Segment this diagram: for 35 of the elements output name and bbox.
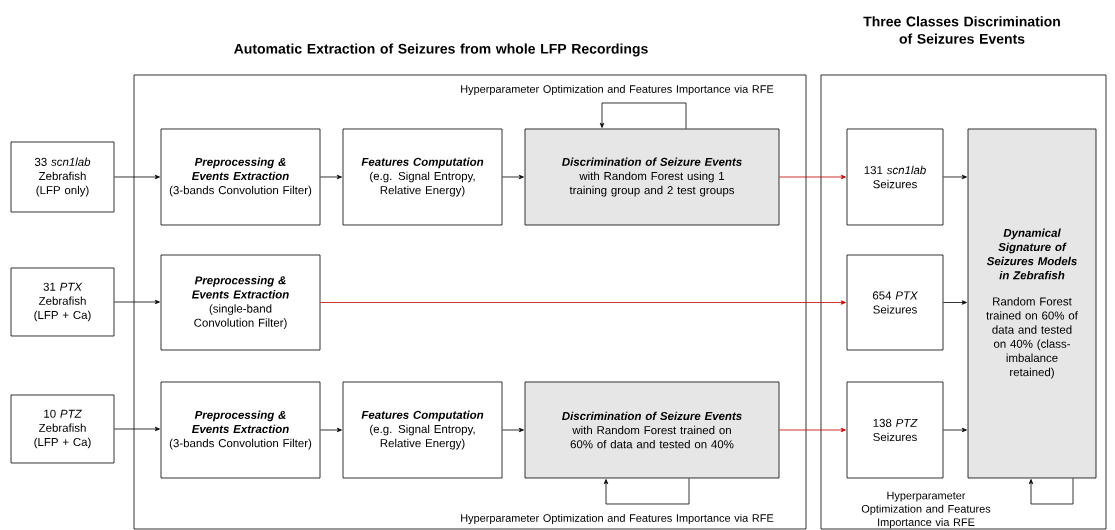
arrow (943, 174, 967, 180)
edge-label: Hyperparameter Optimization and Features Importance via RFE (861, 491, 991, 529)
process-box: Features Computation (e.g. Signal Entropy, Relative Energy) (342, 381, 503, 479)
process-box: Preprocessing & Events Extraction (3-bands Convolution Filter) (160, 128, 321, 226)
input-box: 10 PTZ Zebrafish (LFP + Ca) (10, 394, 115, 464)
process-box: Preprocessing & Events Extraction (3-bands Convolution Filter) (160, 381, 321, 479)
process-box: 131 scn1lab Seizures (846, 128, 944, 226)
feedback-arrow (1028, 478, 1074, 505)
arrow (114, 174, 160, 180)
arrow (114, 299, 160, 305)
panel-heading: Automatic Extraction of Seizures from whole LFP Recordings (234, 43, 648, 57)
classifier-box: Dynamical Signature of Seizures Models in Zebrafish Random Forest trained on 60% of data and tested on 40% (class-imbalance retained) (967, 128, 1097, 479)
arrow (114, 426, 160, 432)
arrow (320, 300, 846, 305)
process-box: Features Computation (e.g. Signal Entropy, Relative Energy) (342, 128, 503, 226)
feedback-arrow (599, 102, 687, 129)
edge-label: Hyperparameter Optimization and Features Importance via RFE (461, 513, 774, 525)
arrow (779, 427, 846, 433)
arrow (943, 300, 967, 305)
process-box: Preprocessing & Events Extraction (single-band Convolution Filter) (160, 254, 321, 351)
feedback-arrow (603, 478, 690, 505)
arrow (320, 174, 342, 180)
arrow (779, 174, 846, 180)
input-box: 31 PTX Zebrafish (LFP + Ca) (10, 267, 115, 337)
process-box: 654 PTX Seizures (846, 254, 944, 351)
classifier-box: Discrimination of Seizure Events with Random Forest trained on 60% of data and tested on 40% (524, 381, 780, 479)
process-box: 138 PTZ Seizures (846, 381, 944, 479)
arrow (943, 427, 967, 433)
input-box: 33 scn1lab Zebrafish (LFP only) (10, 141, 115, 213)
edge-label: Hyperparameter Optimization and Features Importance via RFE (461, 84, 774, 96)
arrow (502, 427, 524, 433)
classifier-box: Discrimination of Seizure Events with Random Forest using 1 training group and 2 test groups (524, 128, 780, 226)
panel-heading: Three Classes Discrimination of Seizures Events (863, 16, 1060, 44)
arrow (320, 427, 342, 433)
arrow (502, 174, 524, 180)
